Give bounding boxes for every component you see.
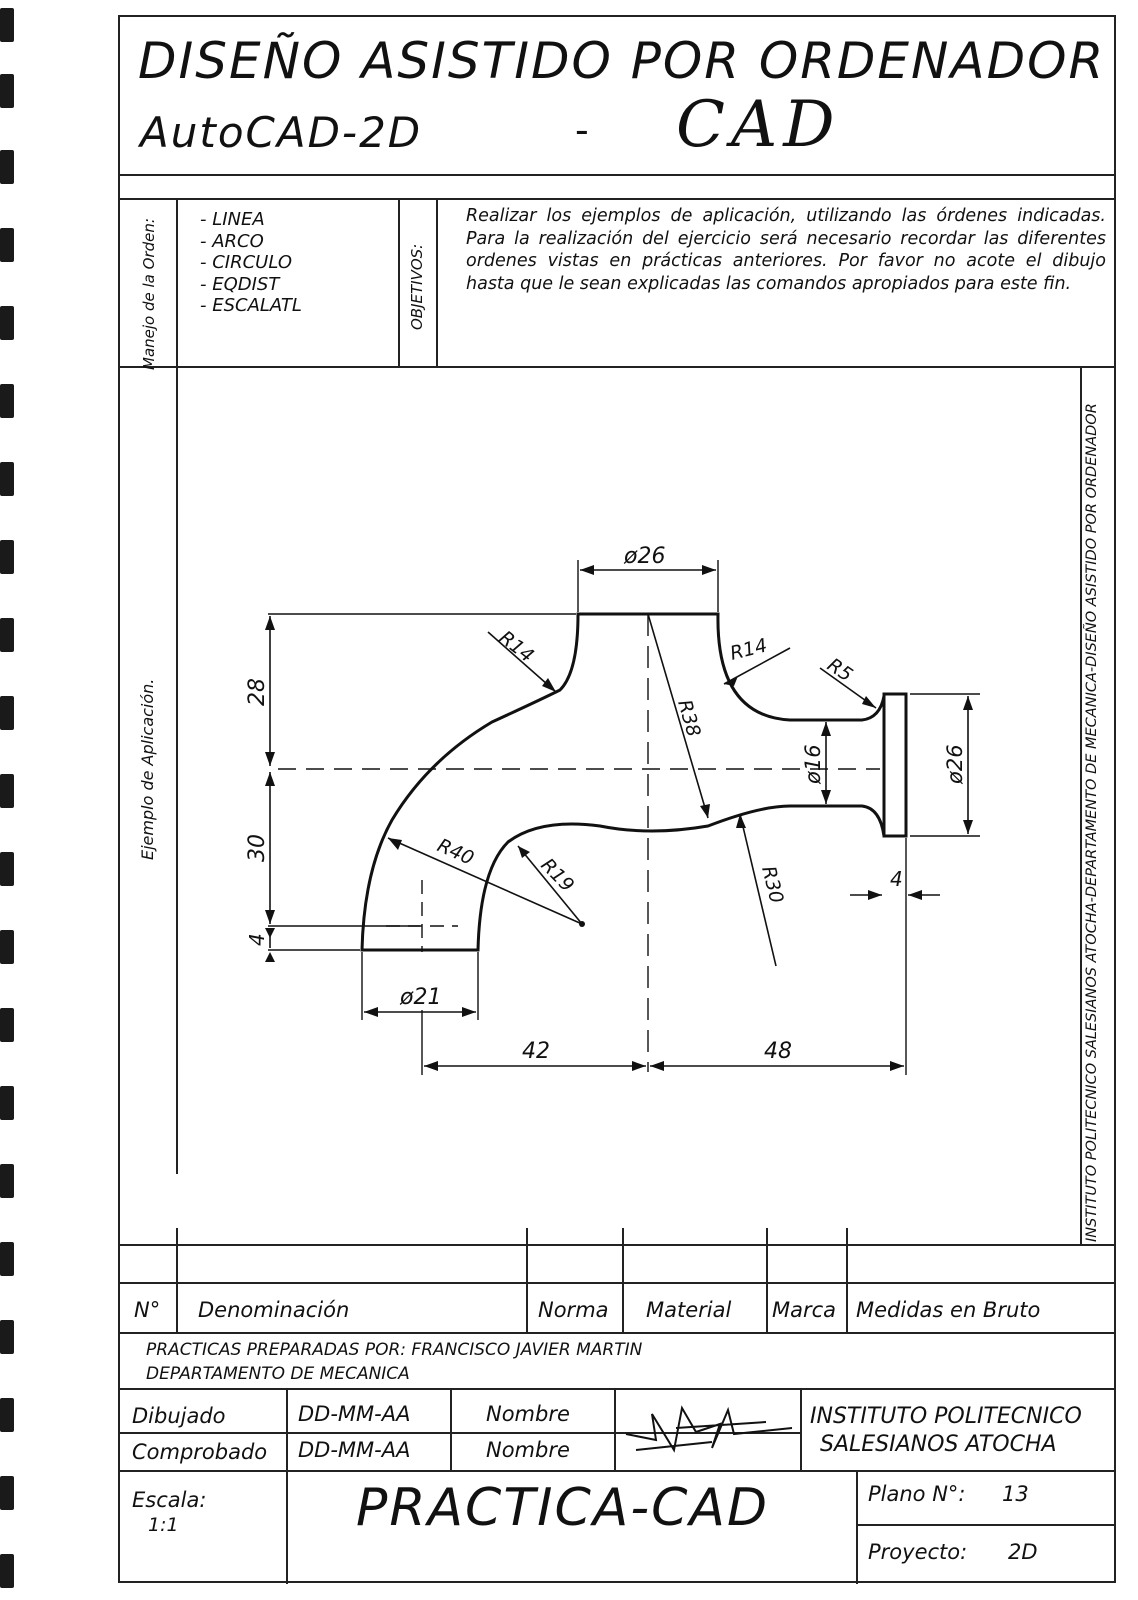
header-divider-2 xyxy=(118,198,1116,200)
drawn-date: DD-MM-AA xyxy=(298,1402,411,1426)
dim-width-42: 42 xyxy=(522,1039,550,1064)
dim-right-diameter: ø26 xyxy=(943,744,967,785)
drawn-name: Nombre xyxy=(486,1402,570,1426)
project-label: Proyecto: xyxy=(868,1540,968,1564)
dim-top-diameter: ø26 xyxy=(623,544,665,569)
objectives-divider-v xyxy=(436,198,438,368)
dim-r14-left: R14 xyxy=(495,627,538,667)
dim-height-30: 30 xyxy=(245,834,270,862)
scale-label: Escala: xyxy=(132,1488,207,1512)
dim-width-48: 48 xyxy=(764,1039,792,1064)
drawing-title: PRACTICA-CAD xyxy=(356,1478,770,1538)
credits-department: DEPARTAMENTO DE MECANICA xyxy=(146,1364,410,1384)
side-label-column xyxy=(176,198,178,1174)
order-item: - ESCALATL xyxy=(200,295,302,316)
dim-height-4: 4 xyxy=(245,933,269,946)
header-divider xyxy=(118,174,1116,176)
checked-label: Comprobado xyxy=(132,1440,268,1464)
flange xyxy=(882,692,908,838)
col-norm: Norma xyxy=(538,1298,609,1322)
cad-badge: CAD xyxy=(676,88,841,162)
dim-neck-diameter: ø16 xyxy=(801,744,825,785)
objectives-divider xyxy=(118,366,1116,368)
dim-flange-4: 4 xyxy=(890,867,903,891)
institution-name: INSTITUTO POLITECNICO xyxy=(810,1404,1082,1429)
signature xyxy=(625,1405,793,1453)
order-item: - EQDIST xyxy=(200,273,280,295)
dim-r38: R38 xyxy=(673,697,704,739)
part-outline xyxy=(360,612,886,952)
dim-r19: R19 xyxy=(536,854,578,896)
plan-label: Plano N°: xyxy=(868,1482,966,1506)
dim-bottom-diameter: ø21 xyxy=(399,985,441,1010)
col-denomination: Denominación xyxy=(198,1298,350,1322)
title-dash: - xyxy=(575,108,589,152)
dim-r40: R40 xyxy=(434,834,477,869)
checked-name: Nombre xyxy=(486,1438,570,1462)
parts-row-rule xyxy=(118,1282,1116,1284)
order-item: - CIRCULO xyxy=(200,252,292,273)
dim-r14-right: R14 xyxy=(728,634,770,664)
parts-top-rule xyxy=(118,1244,1116,1246)
scale-value: 1:1 xyxy=(148,1514,179,1536)
objectives-text: Realizar los ejemplos de aplicación, uti… xyxy=(466,206,1106,294)
orders-list: - LINEA - ARCO - CIRCULO - EQDIST - ESCA… xyxy=(200,209,302,317)
dim-height-28: 28 xyxy=(245,678,270,706)
right-margin-rule xyxy=(1080,366,1082,1246)
credits-author: PRACTICAS PREPARADAS POR: FRANCISCO JAVI… xyxy=(146,1340,643,1360)
parts-header-rule xyxy=(118,1332,1116,1334)
dim-r5: R5 xyxy=(823,654,856,686)
order-item: - ARCO xyxy=(200,230,264,252)
project-value: 2D xyxy=(1008,1540,1038,1564)
orders-divider xyxy=(398,198,400,368)
col-mark: Marca xyxy=(772,1298,837,1322)
col-rough-size: Medidas en Bruto xyxy=(856,1298,1041,1322)
dim-r30: R30 xyxy=(757,864,787,906)
col-material: Material xyxy=(646,1298,732,1322)
plan-value: 13 xyxy=(1002,1482,1029,1506)
order-item: - LINEA xyxy=(200,209,265,230)
sheet-title: DISEÑO ASISTIDO POR ORDENADOR xyxy=(138,32,1106,90)
sheet-subtitle: AutoCAD-2D xyxy=(140,108,423,157)
checked-date: DD-MM-AA xyxy=(298,1438,411,1462)
drawn-label: Dibujado xyxy=(132,1404,226,1428)
sheet-frame xyxy=(118,15,1116,1583)
institution-name-2: SALESIANOS ATOCHA xyxy=(820,1432,1057,1457)
col-number: N° xyxy=(134,1298,161,1322)
